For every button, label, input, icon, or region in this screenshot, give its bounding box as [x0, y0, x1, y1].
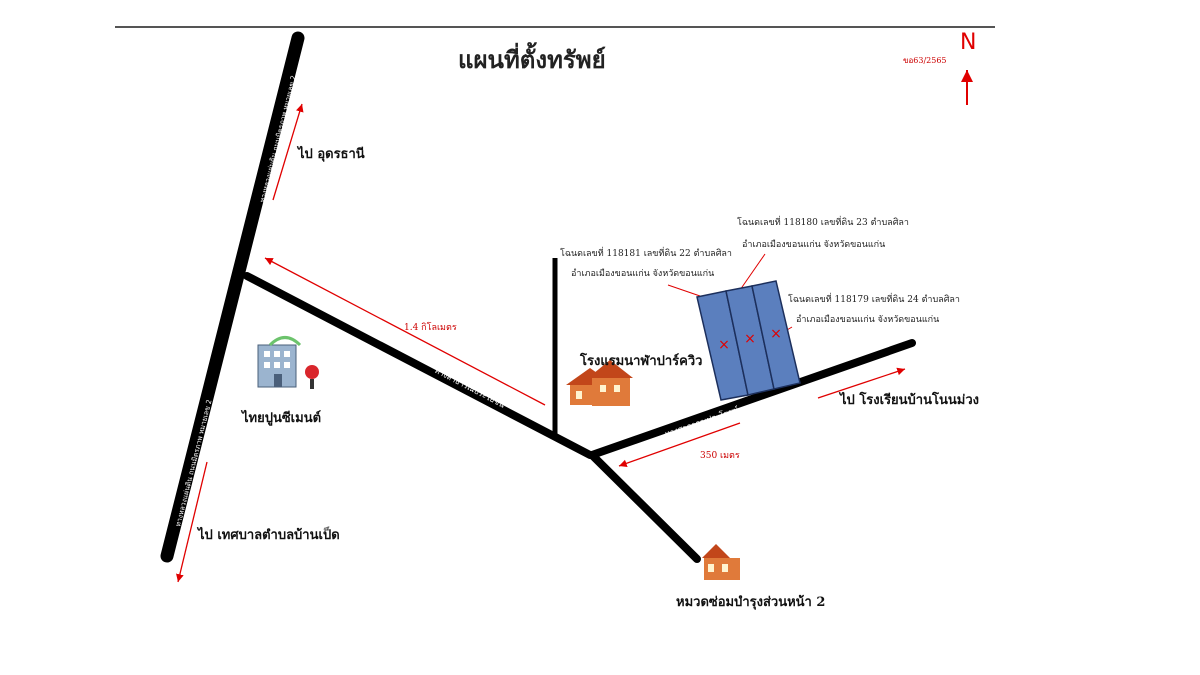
maintenance-office-icon	[702, 544, 740, 580]
arrow-to-municipality	[176, 461, 208, 583]
factory-icon	[257, 336, 319, 389]
map-title: แผนที่ตั้งทรัพย์	[458, 45, 606, 74]
distance-west-road: 1.4 กิโลเมตร	[404, 323, 457, 333]
hotel-icon	[566, 360, 633, 406]
road-south	[588, 451, 701, 563]
direction-school: ไป โรงเรียนบ้านโนนม่วง	[840, 393, 979, 408]
plot-22-line2: อำเภอเมืองขอนแก่น จังหวัดขอนแก่น	[571, 269, 715, 279]
direction-udon: ไป อุดรธานี	[298, 147, 365, 162]
main-highway	[160, 31, 305, 563]
road-label-east: ทางสาธารณประโยชน์	[663, 404, 740, 439]
plot-marker-23: ×	[744, 331, 756, 347]
land-plots: × × ×	[696, 280, 801, 401]
document-code: ขอ63/2565	[903, 56, 947, 65]
plot-leader-1	[667, 284, 701, 297]
landmark-maintenance-label: หมวดซ่อมบำรุงส่วนหน้า 2	[676, 595, 826, 610]
road-label-main-lower: ทางหลวงแผ่นดิน ถนนมิตรภาพ หมายเลข 2	[174, 399, 213, 528]
plot-marker-22: ×	[718, 337, 730, 353]
plot-leader-2	[739, 253, 766, 291]
arrow-west-road	[264, 257, 546, 406]
landmark-hotel-label: โรงแรมนาฬ่าปาร์ควิว	[580, 354, 703, 369]
north-label: N	[960, 30, 977, 55]
plot-marker-24: ×	[770, 326, 782, 342]
road-label-west: ทางสาธารณประโยชน์	[433, 365, 507, 410]
road-west	[243, 272, 594, 459]
plot-24[interactable]	[751, 280, 801, 390]
plot-22-line1: โฉนดเลขที่ 118181 เลขที่ดิน 22 ตำบลศิลา	[560, 249, 732, 259]
distance-east-road: 350 เมตร	[700, 451, 740, 461]
road-east	[588, 339, 916, 459]
direction-municipality: ไป เทศบาลตำบลบ้านเป็ด	[198, 528, 340, 543]
plot-24-line2: อำเภอเมืองขอนแก่น จังหวัดขอนแก่น	[796, 315, 940, 325]
arrow-to-udon	[272, 103, 304, 201]
plot-23-line2: อำเภอเมืองขอนแก่น จังหวัดขอนแก่น	[742, 240, 886, 250]
landmark-factory-label: ไทยปูนซีเมนต์	[242, 411, 322, 426]
arrow-to-school	[817, 367, 906, 399]
plot-24-line1: โฉนดเลขที่ 118179 เลขที่ดิน 24 ตำบลศิลา	[788, 295, 960, 305]
arrow-east-road	[618, 422, 741, 468]
plot-23-line1: โฉนดเลขที่ 118180 เลขที่ดิน 23 ตำบลศิลา	[737, 218, 909, 228]
